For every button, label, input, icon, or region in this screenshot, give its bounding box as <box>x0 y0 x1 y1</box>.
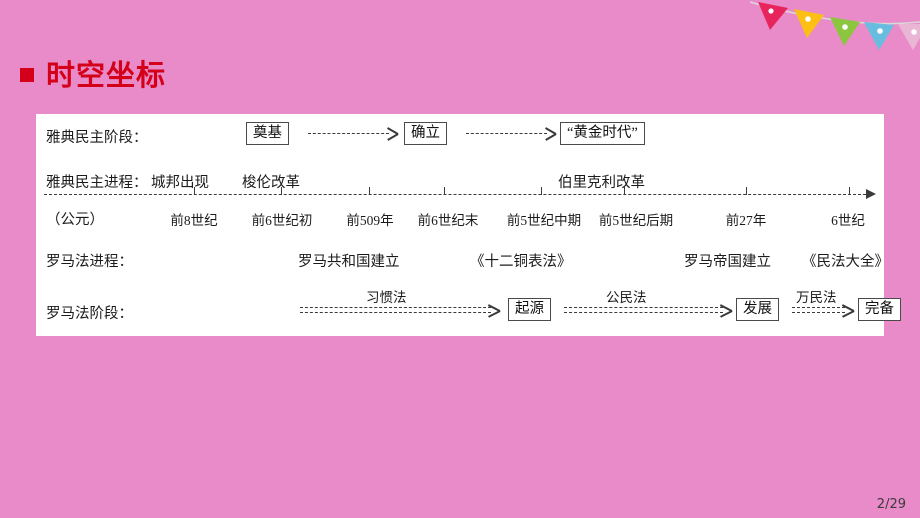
arrow-rome-3 <box>792 304 854 318</box>
bunting-svg <box>750 1 920 50</box>
page-title: 时空坐标 <box>20 52 166 94</box>
rome-process-label: 罗马法进程： <box>46 254 133 270</box>
bunting-decoration <box>750 0 920 52</box>
era-label: （公元） <box>46 212 104 228</box>
era-tick-label-6: 前5世纪后期 <box>598 213 674 228</box>
axis-tick <box>194 187 196 195</box>
arrow-stage-2 <box>466 128 556 140</box>
flag-red <box>758 2 788 30</box>
rome-process-event-3: 罗马帝国建立 <box>684 254 771 270</box>
athens-stage-item-2: 确立 <box>404 122 447 146</box>
axis-tick <box>746 187 748 195</box>
era-tick-label-8: 6世纪 <box>831 213 865 228</box>
axis-tick <box>369 187 371 195</box>
page-title-text: 时空坐标 <box>46 58 167 92</box>
arrow-rome-2 <box>564 304 732 318</box>
athens-process-event-2: 梭伦改革 <box>242 175 300 191</box>
athens-process-event-3: 伯里克利改革 <box>558 175 645 191</box>
axis-line <box>44 194 866 195</box>
athens-stage-item-1: 奠基 <box>246 122 289 146</box>
flag-blue <box>864 22 894 50</box>
rome-process-event-2: 《十二铜表法》 <box>470 254 572 270</box>
rome-stage-item-1: 起源 <box>508 298 551 322</box>
flag-yellow <box>794 9 824 38</box>
rome-stage-item-3: 完备 <box>858 298 901 322</box>
axis-tick <box>541 187 543 195</box>
axis-arrowhead-icon <box>866 188 876 199</box>
timeline-panel: 雅典民主阶段： 奠基 确立 “黄金时代” 雅典民主进程： 城邦出现 梭伦改革 伯… <box>36 114 901 336</box>
era-tick-label-7: 前27年 <box>725 213 767 228</box>
arrow-rome-1 <box>300 304 500 318</box>
rome-stage-arrow-label-3: 万民法 <box>796 290 837 305</box>
rome-process-event-4: 《民法大全》 <box>802 254 889 270</box>
rome-stage-arrow-label-2: 公民法 <box>606 290 647 305</box>
axis-tick <box>444 187 446 195</box>
era-tick-label-4: 前6世纪末 <box>417 213 479 228</box>
square-bullet-icon <box>20 68 34 82</box>
era-tick-label-3: 前509年 <box>346 213 394 228</box>
rome-stage-item-2: 发展 <box>736 298 779 322</box>
axis-tick <box>624 187 626 195</box>
axis-tick <box>281 187 283 195</box>
athens-stage-label: 雅典民主阶段： <box>46 130 148 146</box>
rome-stage-arrow-label-1: 习惯法 <box>366 290 407 305</box>
rome-process-event-1: 罗马共和国建立 <box>298 254 400 270</box>
flag-pink <box>898 24 920 50</box>
axis-tick <box>849 187 851 195</box>
timeline-axis <box>44 186 876 200</box>
page-number: 2/29 <box>876 497 906 512</box>
athens-process-label: 雅典民主进程： <box>46 175 148 191</box>
athens-stage-item-3: “黄金时代” <box>560 122 645 146</box>
arrow-stage-1 <box>308 128 398 140</box>
era-tick-label-5: 前5世纪中期 <box>506 213 582 228</box>
era-tick-label-2: 前6世纪初 <box>251 213 313 228</box>
flag-green <box>830 17 860 46</box>
era-tick-label-1: 前8世纪 <box>170 213 218 228</box>
rome-stage-label: 罗马法阶段： <box>46 306 133 322</box>
